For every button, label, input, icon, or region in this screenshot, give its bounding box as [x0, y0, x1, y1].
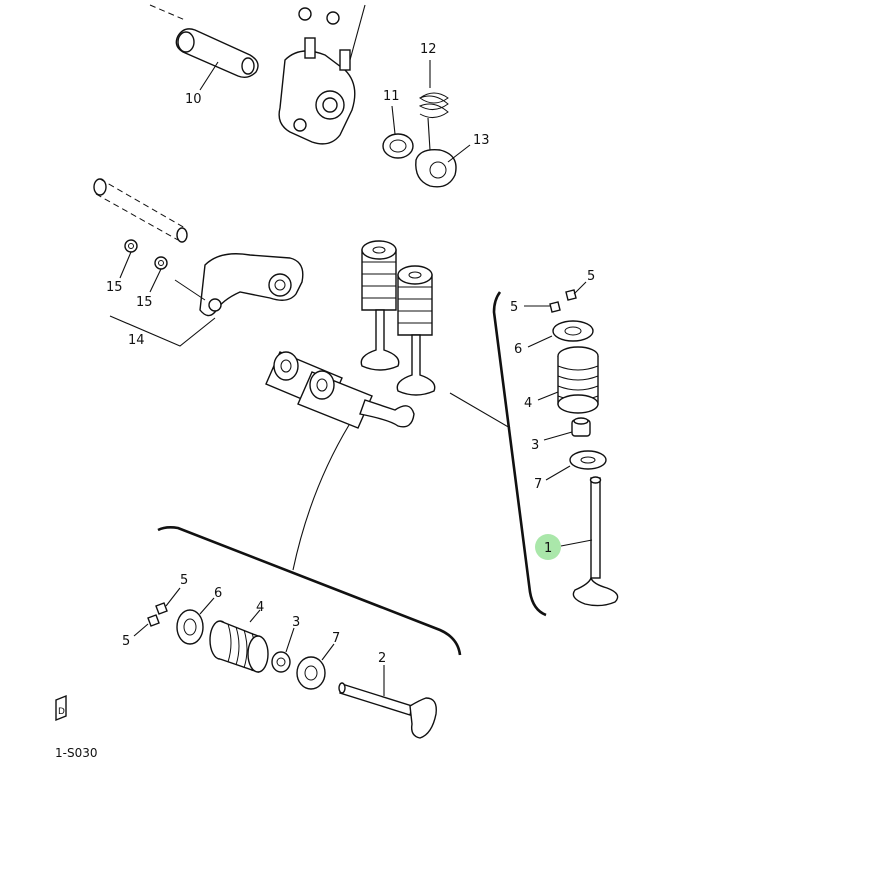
valve-2	[338, 682, 437, 739]
callout-10[interactable]: 10	[185, 92, 202, 107]
valve-assembly-upper	[360, 240, 436, 396]
callout-7-right[interactable]: 7	[534, 477, 542, 492]
collar-13	[415, 117, 457, 188]
callout-5-right-a[interactable]: 5	[587, 269, 595, 284]
seat-7-left	[296, 656, 326, 690]
callout-15a[interactable]: 15	[106, 280, 123, 295]
seat-7-right	[569, 450, 607, 470]
diagram-code: 1-S030	[55, 746, 98, 760]
nuts-15	[124, 239, 168, 270]
keeper-5-left	[147, 602, 168, 627]
callout-6-left[interactable]: 6	[214, 586, 222, 601]
bracket-right	[492, 291, 547, 617]
callout-3-left[interactable]: 3	[292, 615, 300, 630]
spring-12	[418, 92, 449, 118]
callout-2-left[interactable]: 2	[378, 651, 386, 666]
valve-1	[572, 476, 619, 607]
callout-6-right[interactable]: 6	[514, 342, 522, 357]
callout-1[interactable]: 1	[544, 541, 552, 556]
bracket-bottom	[157, 526, 462, 656]
highlight-callout-1	[535, 534, 561, 560]
washer-11	[382, 133, 414, 159]
rocker-arm-upper	[278, 4, 366, 145]
rocker-arm-lower	[174, 253, 304, 317]
callout-5-right-b[interactable]: 5	[510, 300, 518, 315]
svg-text:D: D	[58, 707, 65, 717]
seal-3-left	[271, 651, 291, 673]
callout-12[interactable]: 12	[420, 42, 437, 57]
keeper-5-right	[549, 289, 577, 313]
callout-4-left[interactable]: 4	[256, 600, 264, 615]
callout-5-left-b[interactable]: 5	[122, 634, 130, 649]
rocker-shaft-upper	[149, 4, 259, 79]
callout-3-right[interactable]: 3	[531, 438, 539, 453]
callout-13[interactable]: 13	[473, 133, 490, 148]
callout-11[interactable]: 11	[383, 89, 400, 104]
callout-14[interactable]: 14	[128, 333, 145, 348]
callout-5-left-a[interactable]: 5	[180, 573, 188, 588]
callout-15b[interactable]: 15	[136, 295, 153, 310]
direction-symbol-icon: D	[55, 694, 67, 722]
callout-7-left[interactable]: 7	[332, 631, 340, 646]
valve-assembly-lower	[265, 351, 415, 429]
spring-4-left	[209, 620, 269, 673]
spring-4-right	[557, 346, 599, 414]
seal-3-right	[571, 417, 591, 437]
callout-4-right[interactable]: 4	[524, 396, 532, 411]
retainer-6-right	[552, 320, 594, 342]
retainer-6-left	[176, 609, 204, 645]
rocker-shaft-lower	[93, 178, 188, 243]
